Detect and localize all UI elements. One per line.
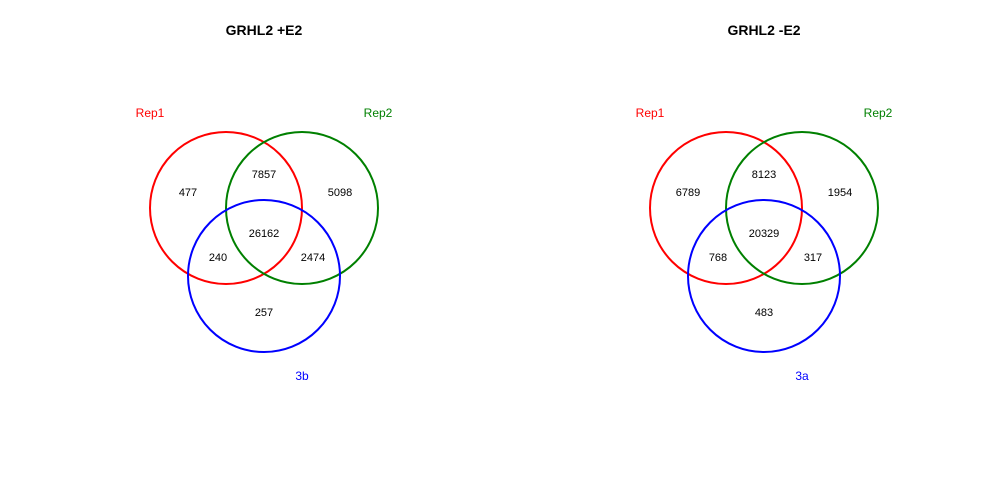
venn-1-count-all: 26162 <box>249 228 280 240</box>
venn-1-count-rep1-only: 477 <box>179 187 197 199</box>
venn-1-count-rep2-only: 5098 <box>328 187 352 199</box>
venn-2-label-3a: 3a <box>795 369 809 383</box>
venn-1-count-rep1-rep2: 7857 <box>252 169 276 181</box>
venn-2-count-rep1-rep2: 8123 <box>752 169 776 181</box>
venn-2-circle-3a <box>687 199 841 353</box>
venn-1-label-3b: 3b <box>295 369 309 383</box>
venn-2-title: GRHL2 -E2 <box>727 22 800 38</box>
venn-2-count-rep2-only: 1954 <box>828 187 852 199</box>
venn-1-circle-rep1 <box>149 131 303 285</box>
venn-1-title: GRHL2 +E2 <box>226 22 303 38</box>
venn-2-circle-rep1 <box>649 131 803 285</box>
venn-1-count-rep1-3b: 240 <box>209 252 227 264</box>
venn-diagram-1: GRHL2 +E2 Rep1 Rep2 3b 477 7857 5098 261… <box>136 22 393 383</box>
venn-2-count-rep1-only: 6789 <box>676 187 700 199</box>
venn-2-circle-rep2 <box>725 131 879 285</box>
venn-2-count-3a-only: 483 <box>755 307 773 319</box>
venn-diagram-2: GRHL2 -E2 Rep1 Rep2 3a 6789 8123 1954 20… <box>636 22 893 383</box>
venn-2-label-rep1: Rep1 <box>636 106 665 120</box>
venn-1-label-rep1: Rep1 <box>136 106 165 120</box>
venn-1-circle-3b <box>187 199 341 353</box>
venn-2-count-all: 20329 <box>749 228 780 240</box>
venn-2-count-rep1-3a: 768 <box>709 252 727 264</box>
venn-1-circle-rep2 <box>225 131 379 285</box>
venn-2-label-rep2: Rep2 <box>864 106 893 120</box>
venn-2-count-rep2-3a: 317 <box>804 252 822 264</box>
venn-1-label-rep2: Rep2 <box>364 106 393 120</box>
venn-1-count-3b-only: 257 <box>255 307 273 319</box>
venn-1-count-rep2-3b: 2474 <box>301 252 325 264</box>
